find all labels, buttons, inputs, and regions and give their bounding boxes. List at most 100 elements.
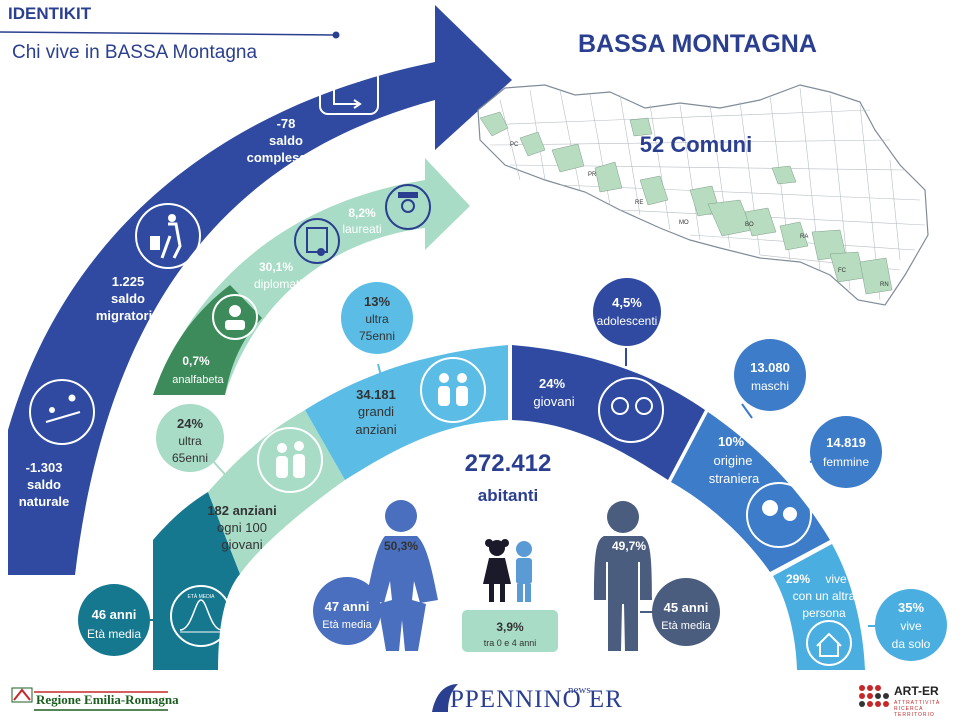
confused-person-icon-head <box>229 305 241 317</box>
saldo-complessivo-line1: saldo <box>269 133 303 148</box>
elderly-couple-icon-body2 <box>293 454 305 478</box>
vive-con-line1: vive <box>825 572 847 586</box>
graduate-icon-cap <box>398 192 418 198</box>
male-figure-icon <box>594 501 652 651</box>
anziani-value: 182 anziani <box>207 503 276 518</box>
vive-solo-line1: vive <box>900 619 922 633</box>
vive-con-line3: persona <box>802 606 846 620</box>
grandi-anziani-value: 34.181 <box>356 387 396 402</box>
grandi-anziani-line1: grandi <box>358 404 394 419</box>
donne-eta-label: Età media <box>322 619 372 631</box>
saldo-migratorio-line2: migratorio <box>96 308 160 323</box>
elderly-couple-icon-body1 <box>276 456 288 478</box>
confused-person-icon-body <box>225 320 245 330</box>
children-icon <box>483 539 532 602</box>
grandi-anziani-line2: anziani <box>355 422 396 437</box>
straniera-value: 10% <box>718 434 744 449</box>
saldo-naturale-line1: saldo <box>27 477 61 492</box>
diplomati-label: diplomati <box>254 277 302 291</box>
kids-label: tra 0 e 4 anni <box>484 638 537 648</box>
page-subtitle: Chi vive in BASSA Montagna <box>12 42 258 63</box>
saldo-naturale-value: -1.303 <box>26 460 63 475</box>
saldo-icon-label: SALDO <box>337 77 361 84</box>
straniera-line1: origine <box>713 453 752 468</box>
young-people-icon <box>598 377 664 443</box>
analfabeta-value: 0,7% <box>182 354 210 368</box>
traveler-icon <box>135 203 201 269</box>
bubble-ultra75 <box>341 282 413 354</box>
saldo-migratorio-value: 1.225 <box>112 274 145 289</box>
bubble-vive-solo <box>875 589 947 661</box>
regione-logo-mark <box>13 688 31 701</box>
outer-arrow-band <box>8 5 512 575</box>
laureati-label: laureati <box>342 222 381 236</box>
graduate-icon-face <box>401 199 415 213</box>
uomini-eta-value: 45 anni <box>664 600 709 615</box>
eta-media-icon-label: ETÀ MEDIA <box>188 593 216 600</box>
family-icon-child <box>49 407 55 413</box>
diploma-icon <box>294 218 340 264</box>
connector-ultra75 <box>377 363 383 381</box>
arc-segment-anziani <box>208 410 345 574</box>
femmine-value: 14.819 <box>826 435 866 450</box>
foreign-origin-icon-head1 <box>762 500 778 516</box>
eta-media-value: 46 anni <box>92 607 137 622</box>
bubble-adolescenti <box>593 278 661 346</box>
footer-regione-logo: Regione Emilia-Romagna <box>36 692 179 707</box>
maschi-value: 13.080 <box>750 360 790 375</box>
header-rule-dot <box>332 31 340 39</box>
saldo-migratorio-line1: saldo <box>111 291 145 306</box>
map-label-re: RE <box>635 200 643 206</box>
vive-con-line2: con un altra <box>793 589 856 603</box>
house-icon <box>806 620 852 666</box>
map-label-pr: PR <box>588 172 597 178</box>
young-people-icon-face2 <box>635 397 653 415</box>
footer-appennino-logo: PPENNINO ER <box>450 686 623 713</box>
ultra75-line2: 75enni <box>359 329 395 343</box>
page-title: IDENTIKIT <box>8 4 92 23</box>
header-rule <box>0 31 336 36</box>
confused-person-icon <box>212 294 258 340</box>
old-people-icon <box>420 357 486 423</box>
family-icon <box>29 379 95 445</box>
vive-con-value: 29% <box>786 572 810 586</box>
traveler-icon-bag <box>150 236 160 250</box>
ultra75-line1: ultra <box>365 312 389 326</box>
vive-solo-value: 35% <box>898 600 924 615</box>
elderly-couple-icon <box>257 427 323 493</box>
ultra65-line1: ultra <box>178 434 202 448</box>
total-inhabitants-label: abitanti <box>478 486 538 505</box>
bubble-uomini-eta <box>652 578 720 646</box>
saldo-naturale-line2: naturale <box>19 494 70 509</box>
uomini-eta-label: Età media <box>661 620 711 632</box>
footer-art-er-logo: ART-ER <box>894 684 939 698</box>
total-inhabitants: 272.412 <box>465 450 552 477</box>
female-pct: 50,3% <box>384 539 418 553</box>
femmine-label: femmine <box>823 455 869 469</box>
anziani-line2: giovani <box>221 537 262 552</box>
saldo-complessivo-value: -78 <box>277 116 296 131</box>
eta-media-label: Età media <box>87 627 141 641</box>
map-label-mo: MO <box>679 220 689 226</box>
donne-eta-value: 47 anni <box>325 599 370 614</box>
bubble-eta-media <box>78 584 150 656</box>
bubble-maschi <box>734 339 806 411</box>
old-people-icon-head2 <box>457 373 467 383</box>
adolescenti-value: 4,5% <box>612 295 642 310</box>
house-icon-shape <box>816 632 842 657</box>
map-label-rn: RN <box>880 282 889 288</box>
arc-segment-giovani <box>512 345 705 480</box>
analfabeta-label: analfabeta <box>172 374 224 386</box>
map-emilia-romagna <box>477 84 929 306</box>
regione-logo-icon <box>11 687 33 703</box>
old-people-icon-body1 <box>438 386 450 406</box>
ultra75-value: 13% <box>364 294 390 309</box>
family-icon-adult <box>68 394 76 402</box>
foreign-origin-icon <box>746 482 812 548</box>
straniera-line2: straniera <box>709 471 760 486</box>
appennino-logo-mark <box>432 684 458 712</box>
elderly-couple-icon-head2 <box>294 441 304 451</box>
ultra65-line2: 65enni <box>172 451 208 465</box>
eta-media-chart-icon <box>170 585 232 647</box>
saldo-icon <box>319 69 379 115</box>
